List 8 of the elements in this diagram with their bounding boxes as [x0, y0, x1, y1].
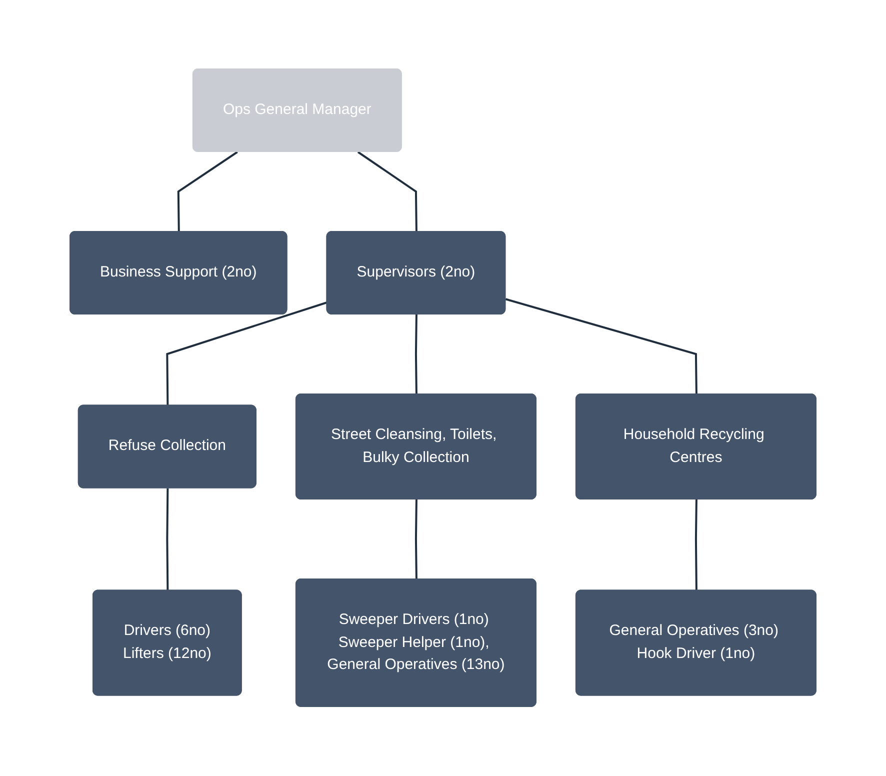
connector	[166, 488, 169, 591]
connector	[505, 298, 698, 395]
connector	[694, 500, 698, 591]
connector	[414, 500, 418, 580]
connector	[414, 314, 418, 395]
connector	[357, 151, 418, 232]
connector	[166, 302, 328, 406]
connector	[177, 151, 238, 232]
